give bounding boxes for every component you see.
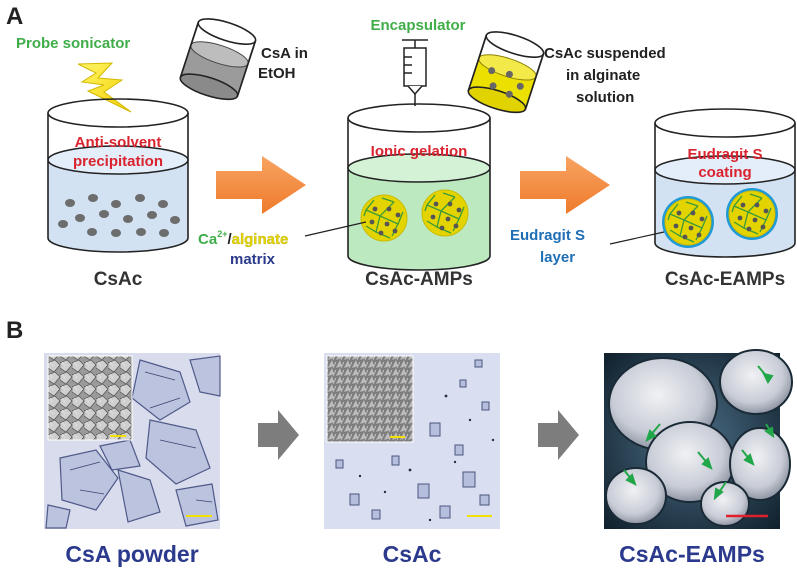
syringe-icon [402, 39, 428, 106]
csa-powder-micrograph [44, 353, 221, 529]
alginate-bead-2 [421, 189, 469, 237]
sem-inset-1 [48, 356, 132, 440]
eudragit-layer-label-1: Eudragit S [510, 227, 585, 244]
precipitation-label: precipitation [73, 153, 163, 170]
solution-label: solution [576, 89, 634, 106]
csa-etoh-vial [179, 18, 257, 101]
in-alginate-label: in alginate [566, 67, 640, 84]
eudragit-coating-label-1: Eudragit S [687, 146, 762, 163]
csac-amps-label: CsAc-AMPs [365, 269, 473, 290]
csac-alginate-vial [467, 31, 545, 114]
ca-alginate-label: Ca2+/alginate [198, 229, 288, 248]
probe-sonicator-label: Probe sonicator [16, 35, 130, 52]
beaker-anti-solvent [47, 98, 189, 253]
csac-micrograph [324, 353, 500, 529]
csac-eamps-micrograph-label: CsAc-EAMPs [619, 541, 765, 567]
csa-in-label: CsA in [261, 45, 308, 62]
csac-suspended-label: CsAc suspended [544, 45, 666, 62]
lightning-icon [77, 62, 132, 113]
eudragit-layer-pointer-line [609, 231, 665, 245]
eudragit-coated-bead-1 [664, 198, 712, 246]
eudragit-coated-bead-2 [728, 190, 776, 238]
ionic-gelation-label: Ionic gelation [371, 143, 468, 160]
csac-eamps-micrograph [604, 349, 793, 529]
alginate-bead-1 [360, 194, 408, 242]
gray-arrow-1 [258, 410, 299, 460]
process-arrow-2 [520, 156, 610, 214]
eudragit-layer-label-2: layer [540, 249, 575, 266]
process-arrow-1 [216, 156, 306, 214]
panel-b-label: B [6, 317, 23, 344]
csac-eamps-label: CsAc-EAMPs [665, 269, 785, 290]
eudragit-coating-label-2: coating [698, 164, 751, 181]
matrix-pointer-line [304, 221, 367, 237]
csac-particles [58, 194, 180, 237]
matrix-label: matrix [230, 251, 276, 268]
anti-solvent-label: Anti-solvent [75, 134, 162, 151]
beaker-ionic-gelation [347, 103, 491, 271]
encapsulator-label: Encapsulator [370, 17, 465, 34]
csac-micrograph-label: CsAc [383, 541, 442, 567]
csac-label: CsAc [94, 269, 143, 290]
gray-arrow-2 [538, 410, 579, 460]
csa-powder-label: CsA powder [65, 541, 198, 567]
etoh-label: EtOH [258, 65, 296, 82]
panel-a-label: A [6, 3, 23, 30]
sem-inset-2 [327, 356, 413, 442]
